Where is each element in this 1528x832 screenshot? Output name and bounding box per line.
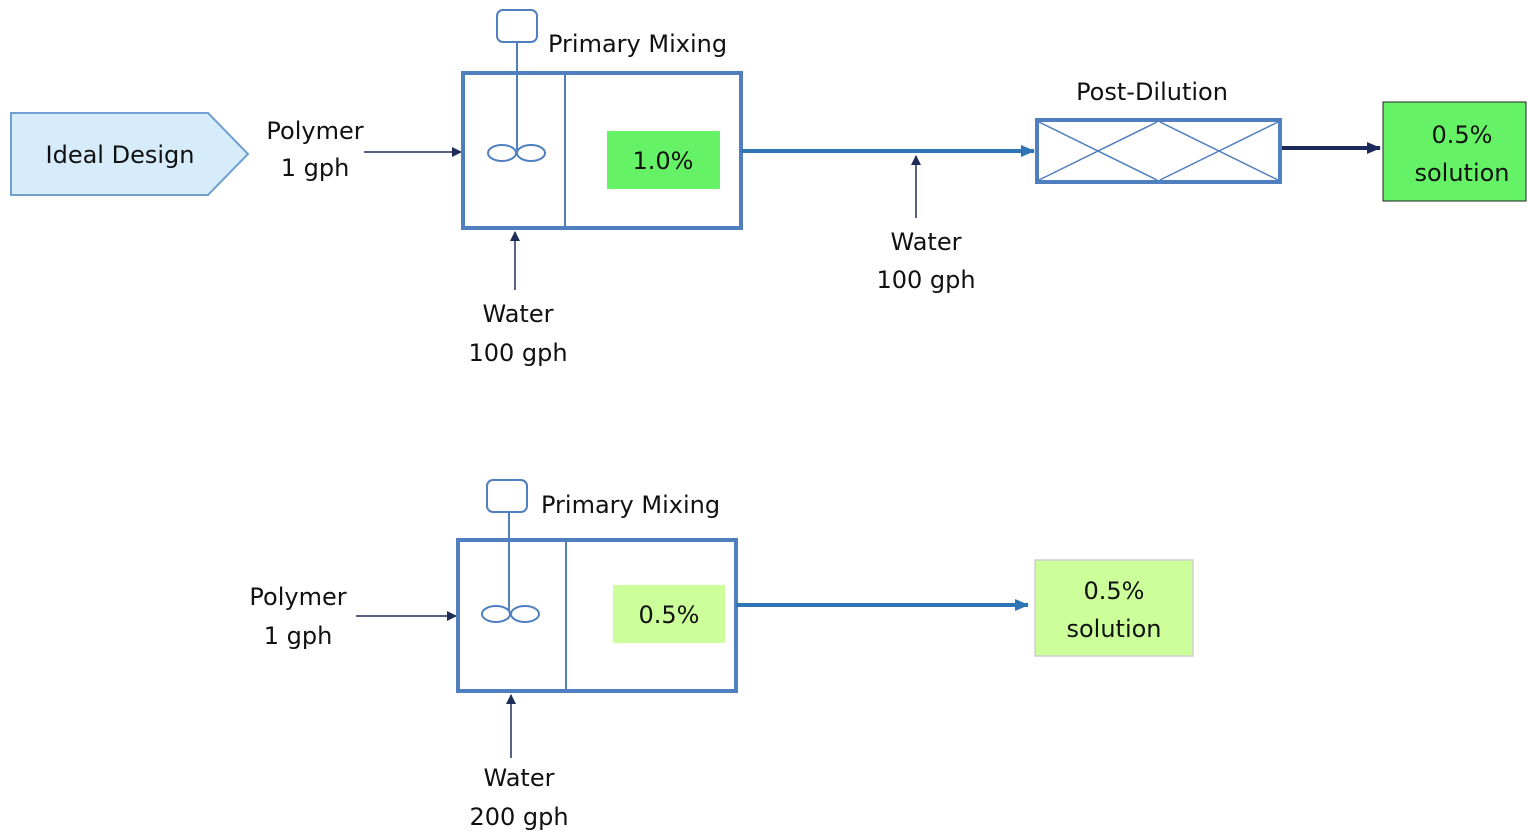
single-stage-section: Polymer 1 gph 0.5% Primary Mixing Water … xyxy=(249,479,1194,831)
water-label: Water xyxy=(484,764,555,792)
output-solution-box: 0.5% solution xyxy=(1034,559,1194,657)
primary-mixing-label: Primary Mixing xyxy=(548,30,727,58)
mixer-icon xyxy=(481,479,540,623)
polymer-rate: 1 gph xyxy=(264,622,333,650)
ideal-design-section: Ideal Design Polymer 1 gph 1.0% Primary … xyxy=(10,9,1527,367)
dilution-water-rate: 100 gph xyxy=(876,266,975,294)
output-label: solution xyxy=(1066,615,1161,643)
polymer-label: Polymer xyxy=(249,583,346,611)
water-rate: 200 gph xyxy=(469,803,568,831)
output-concentration: 0.5% xyxy=(1432,121,1493,149)
output-concentration: 0.5% xyxy=(1084,577,1145,605)
output-solution-box: 0.5% solution xyxy=(1382,101,1527,202)
concentration-box xyxy=(607,131,720,189)
output-label: solution xyxy=(1414,159,1509,187)
concentration-value: 0.5% xyxy=(639,601,700,629)
post-dilution-mixer xyxy=(1035,118,1282,184)
water-rate: 100 gph xyxy=(468,339,567,367)
dilution-water-label: Water xyxy=(891,228,962,256)
primary-mixing-tank: 0.5% xyxy=(456,538,738,693)
concentration-value: 1.0% xyxy=(633,147,694,175)
polymer-label: Polymer xyxy=(266,117,363,145)
primary-mixing-label: Primary Mixing xyxy=(541,491,720,519)
ideal-design-label: Ideal Design xyxy=(46,141,195,169)
concentration-box xyxy=(613,585,725,643)
ideal-design-tag: Ideal Design xyxy=(10,112,250,196)
polymer-rate: 1 gph xyxy=(281,154,350,182)
water-label: Water xyxy=(483,300,554,328)
post-dilution-label: Post-Dilution xyxy=(1076,78,1228,106)
primary-mixing-tank: 1.0% xyxy=(461,71,743,230)
mixer-icon xyxy=(487,9,546,162)
